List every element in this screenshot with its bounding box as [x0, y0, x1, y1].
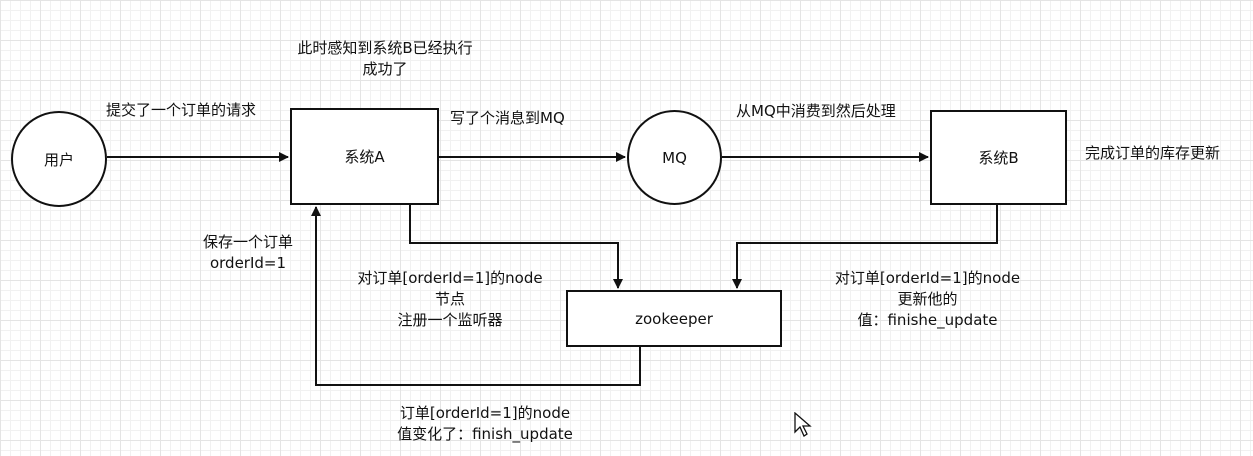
- mq-node: MQ: [627, 110, 722, 205]
- zookeeper-node-label: zookeeper: [635, 309, 713, 328]
- register-listener-label: 对订单[orderId=1]的node 节点 注册一个监听器: [357, 269, 543, 329]
- consume-mq-label: 从MQ中消费到然后处理: [736, 102, 896, 120]
- system-b-node: 系统B: [930, 110, 1067, 205]
- system-b-node-label: 系统B: [978, 149, 1019, 167]
- arrow-system-b-to-zookeeper: [732, 205, 998, 289]
- mq-node-label: MQ: [662, 148, 687, 167]
- mouse-cursor-icon: [794, 412, 812, 437]
- write-mq-label: 写了个消息到MQ: [450, 109, 565, 127]
- save-order-label: 保存一个订单 orderId=1: [202, 233, 293, 272]
- user-node: 用户: [11, 111, 107, 207]
- system-a-node-label: 系统A: [344, 148, 385, 166]
- system-a-node: 系统A: [290, 108, 439, 205]
- submit-order-label: 提交了一个订单的请求: [106, 101, 257, 119]
- arrow-zookeeper-to-system-a: [311, 206, 641, 386]
- perceived-label: 此时感知到系统B已经执行 成功了: [297, 39, 473, 78]
- user-node-label: 用户: [43, 150, 74, 169]
- value-changed-label: 订单[orderId=1]的node 值变化了：finish_update: [397, 404, 573, 443]
- arrow-system-a-to-zookeeper: [409, 205, 623, 289]
- zookeeper-node: zookeeper: [566, 290, 782, 347]
- update-value-label: 对订单[orderId=1]的node 更新他的 值：finishe_updat…: [834, 269, 1021, 329]
- complete-stock-label: 完成订单的库存更新: [1085, 144, 1221, 162]
